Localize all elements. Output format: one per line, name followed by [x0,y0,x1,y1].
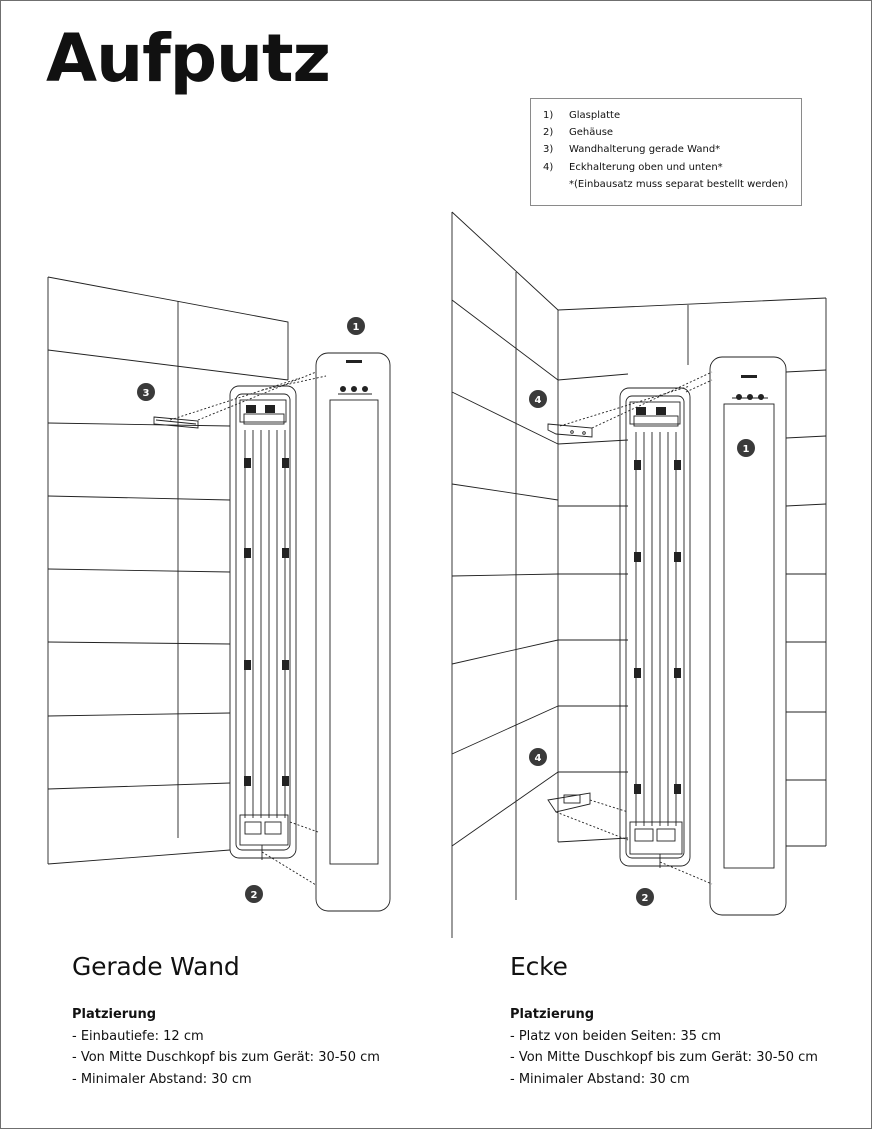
legend-item: 1)Glasplatte [543,110,621,121]
svg-text:1: 1 [353,322,360,333]
corner-bracket-top [547,423,593,438]
right-placement-info: Platzierung - Platz von beiden Seiten: 3… [510,1004,818,1090]
svg-text:3: 3 [143,388,150,399]
callout-2-right: 2 [636,888,654,906]
housing-right-clips [634,407,681,794]
left-caption: Gerade Wand [72,952,240,981]
left-placement-line: - Einbautiefe: 12 cm [72,1028,204,1044]
glass-panel-right-buttons [736,394,764,400]
wall-bracket-straight [153,416,199,429]
callout-1-left: 1 [347,317,365,335]
corner-wall-tiles [451,211,827,938]
callout-4-top: 4 [529,390,547,408]
svg-text:4: 4 [535,753,542,764]
assembly-lines-right [555,371,713,885]
svg-text:2: 2 [642,893,649,904]
left-placement-heading: Platzierung [72,1007,157,1022]
housing-left [229,385,297,860]
right-caption: Ecke [510,952,568,981]
callout-4-bottom: 4 [529,748,547,766]
housing-left-clips [244,405,289,786]
right-placement-heading: Platzierung [510,1007,595,1022]
right-placement-line: - Minimaler Abstand: 30 cm [510,1071,690,1087]
corner-bracket-bottom [547,792,591,813]
callout-3: 3 [137,383,155,401]
assembly-lines-left [169,371,327,886]
straight-wall-tiles [47,276,289,865]
right-placement-line: - Von Mitte Duschkopf bis zum Gerät: 30-… [510,1050,818,1065]
left-placement-line: - Minimaler Abstand: 30 cm [72,1071,252,1087]
housing-right [619,387,691,868]
svg-text:2: 2 [251,890,258,901]
parts-legend: 1)Glasplatte 2)Gehäuse 3)Wandhalterung g… [530,98,802,206]
callout-2-left: 2 [245,885,263,903]
legend-item: 2)Gehäuse [543,127,614,139]
legend-item: 3)Wandhalterung gerade Wand* [543,144,721,156]
installation-drawing: 1 3 2 4 4 1 2 [47,211,827,938]
left-placement-info: Platzierung - Einbautiefe: 12 cm - Von M… [72,1004,380,1090]
callout-1-right: 1 [737,439,755,457]
glass-panel-left [315,352,391,912]
svg-text:1: 1 [743,444,750,455]
legend-item: 4)Eckhalterung oben und unten* [543,161,723,173]
legend-note: *(Einbausatz muss separat bestellt werde… [569,178,789,190]
right-placement-line: - Platz von beiden Seiten: 35 cm [510,1028,721,1044]
page-title: Aufputz [46,20,331,97]
glass-panel-left-buttons [340,386,368,392]
svg-text:4: 4 [535,395,542,406]
left-placement-line: - Von Mitte Duschkopf bis zum Gerät: 30-… [72,1050,380,1065]
